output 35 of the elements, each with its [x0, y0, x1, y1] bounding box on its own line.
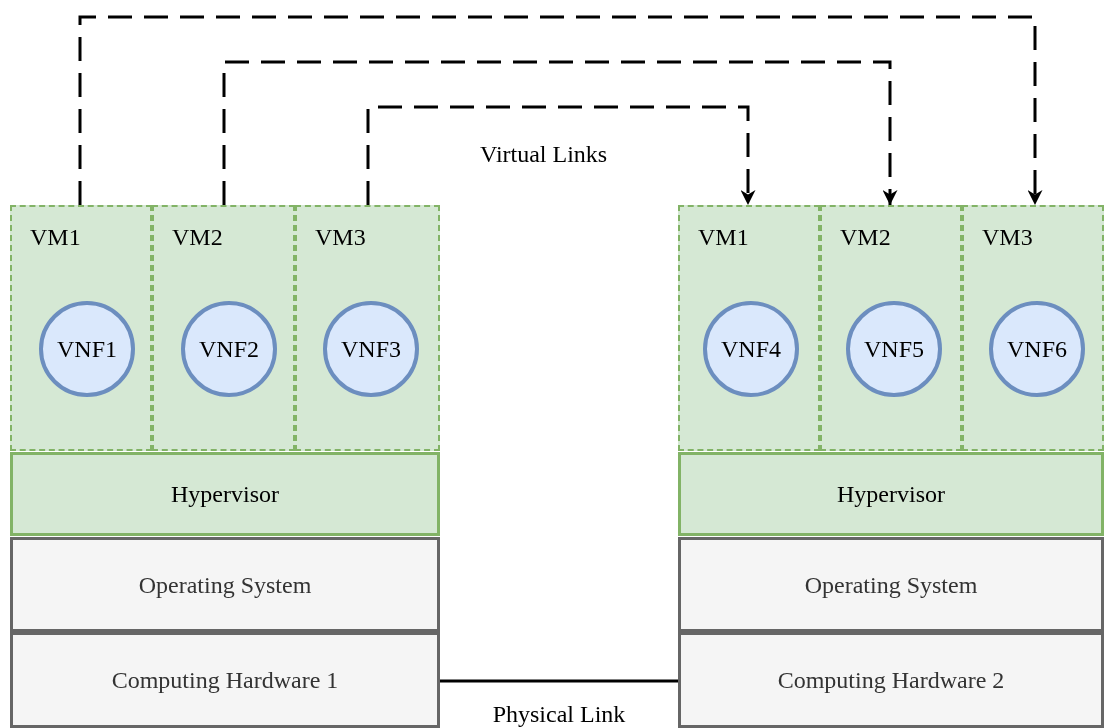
dashed-arrow	[222, 60, 898, 205]
node-label: Hypervisor	[837, 480, 945, 509]
node-label: VM3	[982, 225, 1033, 249]
layer-box	[678, 632, 1104, 728]
node-label: VM2	[840, 225, 891, 249]
node-label: Hypervisor	[171, 480, 279, 509]
vm-box	[678, 205, 820, 451]
node-label: VNF1	[57, 335, 117, 364]
vm-box	[10, 205, 152, 451]
node-label: VNF5	[864, 335, 924, 364]
connector-line	[440, 679, 678, 683]
node-label: Operating System	[804, 570, 978, 600]
hypervisor-layer	[10, 452, 440, 536]
vm-box	[152, 205, 295, 451]
layer-box	[10, 632, 440, 728]
node-label: VM2	[172, 225, 223, 249]
dashed-arrow	[78, 15, 1043, 205]
layer-box	[678, 537, 1104, 632]
node-label: VM3	[315, 225, 366, 249]
vm-box	[295, 205, 440, 451]
layer-box	[10, 537, 440, 632]
vm-box	[962, 205, 1104, 451]
node-label: VNF2	[199, 335, 259, 364]
node-label: Operating System	[138, 570, 312, 600]
annotation-label: Virtual Links	[480, 142, 608, 166]
node-label: VM1	[30, 225, 81, 249]
node-label: VNF6	[1007, 335, 1067, 364]
hypervisor-layer	[678, 452, 1104, 536]
vm-box	[820, 205, 962, 451]
node-label: Computing Hardware 1	[111, 666, 339, 695]
dashed-arrow	[366, 105, 756, 205]
node-label: VM1	[698, 225, 749, 249]
node-label: VNF4	[721, 335, 781, 364]
node-label: Computing Hardware 2	[777, 666, 1005, 695]
node-label: VNF3	[341, 335, 401, 364]
